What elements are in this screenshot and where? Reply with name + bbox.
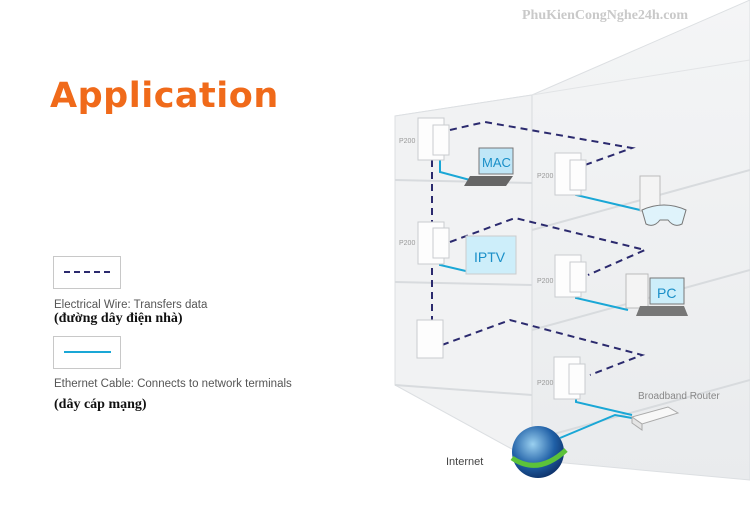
adapter-label: P200	[537, 380, 553, 387]
legend-label-electrical-wire: Electrical Wire: Transfers data	[54, 299, 208, 311]
game-console-icon	[639, 175, 687, 226]
device-label-pc: PC	[657, 285, 676, 301]
page-title: Application	[50, 76, 279, 116]
legend-label-ethernet-cable: Ethernet Cable: Connects to network term…	[54, 378, 292, 390]
device-label-iptv: IPTV	[474, 249, 506, 265]
adapter-label: P200	[399, 138, 415, 145]
internet-globe-icon	[510, 426, 568, 478]
legend-swatch-ethernet-cable	[53, 336, 121, 369]
legend-translation-electrical-wire: (đường dây điện nhà)	[54, 311, 183, 326]
adapter-label: P200	[399, 240, 415, 247]
adapter-label: P200	[537, 278, 553, 285]
pc-icon: PC	[625, 273, 688, 316]
adapter-labels: P200 P200 P200 P200 P200	[399, 138, 553, 387]
adapter-label: P200	[537, 173, 553, 180]
legend-translation-ethernet-cable: (dây cáp mạng)	[54, 397, 147, 412]
internet-label: Internet	[446, 456, 483, 468]
device-label-mac: MAC	[482, 155, 511, 170]
router-label: Broadband Router	[638, 391, 720, 402]
iptv-icon: IPTV	[465, 235, 517, 275]
broadband-router-icon	[630, 406, 680, 431]
electrical-wires	[431, 120, 649, 376]
watermark: PhuKienCongNghe24h.com	[522, 8, 689, 23]
house-outline	[394, 0, 750, 481]
wall-outlet-icon	[416, 319, 444, 359]
mac-laptop-icon: MAC	[464, 147, 514, 186]
adapters	[416, 117, 587, 400]
legend-swatch-electrical-wire	[53, 256, 121, 289]
